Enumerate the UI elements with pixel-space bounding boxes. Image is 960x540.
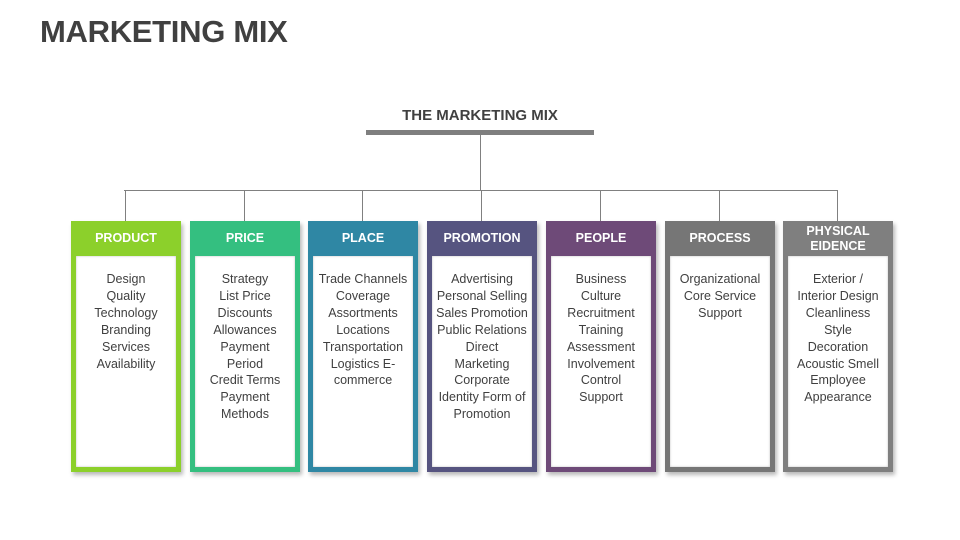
connector-drop-promotion xyxy=(481,190,482,221)
connector-horizontal xyxy=(124,190,837,191)
category-item: Identity Form of xyxy=(438,390,526,405)
connector-drop-product xyxy=(125,190,126,221)
category-item: Methods xyxy=(221,407,269,422)
category-header-label: PRODUCT xyxy=(95,231,157,245)
category-item: Assessment xyxy=(566,339,636,354)
category-header-label: PROMOTION xyxy=(443,231,521,245)
category-item: Credit Terms xyxy=(209,373,281,388)
category-item: Strategy xyxy=(221,272,269,286)
category-item: Marketing xyxy=(454,356,510,371)
connector-root-stem xyxy=(480,135,481,190)
category-item: Involvement xyxy=(567,356,635,371)
root-underline-bar xyxy=(366,130,594,135)
connector-drop-physical-evidence xyxy=(837,190,838,221)
category-header-product: PRODUCT xyxy=(71,221,181,256)
category-item: Payment xyxy=(220,339,270,354)
connector-drop-place xyxy=(362,190,363,221)
category-item: Appearance xyxy=(804,390,872,405)
category-item: Control xyxy=(580,373,622,388)
connector-drop-process xyxy=(719,190,720,221)
category-item: Payment xyxy=(220,390,270,405)
category-item: Advertising xyxy=(451,272,513,286)
category-item: Technology xyxy=(94,305,158,320)
category-item: Logistics E- xyxy=(330,356,396,371)
category-item: Direct xyxy=(465,339,499,354)
category-item: Availability xyxy=(96,356,156,371)
category-header-label: PRICE xyxy=(225,231,265,245)
category-header-line: EIDENCE xyxy=(810,238,866,253)
category-item: Style xyxy=(824,322,852,337)
category-item: Public Relations xyxy=(437,322,527,337)
connector-drop-people xyxy=(600,190,601,221)
category-item: Allowances xyxy=(213,322,277,337)
category-item: Employee xyxy=(810,373,866,388)
category-item: Services xyxy=(102,339,150,354)
category-item: Business xyxy=(575,272,627,286)
category-item: Branding xyxy=(100,322,152,337)
category-item: Cleanliness xyxy=(805,305,871,320)
category-item: Culture xyxy=(580,288,622,303)
category-item: Core Service xyxy=(683,288,757,303)
category-item: Training xyxy=(578,322,624,337)
category-header-label: PLACE xyxy=(341,231,385,245)
category-item: Promotion xyxy=(453,407,511,422)
category-item: Interior Design xyxy=(797,288,879,303)
category-item: Assortments xyxy=(328,305,398,320)
category-item: Recruitment xyxy=(567,305,635,320)
category-item: Decoration xyxy=(807,339,869,354)
connector-drop-price xyxy=(244,190,245,221)
category-header-line: PHYSICAL xyxy=(806,223,870,238)
category-item: Organizational xyxy=(679,272,761,286)
category-item: List Price xyxy=(219,288,271,303)
category-item: Support xyxy=(579,390,623,405)
category-item: Period xyxy=(226,356,264,371)
category-item: Trade Channels xyxy=(318,272,408,286)
category-header-label: PROCESS xyxy=(689,231,751,245)
category-header-promotion: PROMOTION xyxy=(427,221,537,256)
category-item: Discounts xyxy=(217,305,273,320)
slide-title: MARKETING MIX xyxy=(40,14,288,49)
category-item: Transportation xyxy=(322,339,404,354)
category-header-place: PLACE xyxy=(308,221,418,256)
category-item: Quality xyxy=(106,288,146,303)
category-item: Locations xyxy=(336,322,390,337)
category-item: Coverage xyxy=(335,288,391,303)
category-item: Acoustic Smell xyxy=(797,356,879,371)
root-title: THE MARKETING MIX xyxy=(402,107,558,124)
category-item: Personal Selling xyxy=(436,288,528,303)
category-item: Support xyxy=(698,305,742,320)
category-item: Design xyxy=(106,272,146,286)
category-header-process: PROCESS xyxy=(665,221,775,256)
category-header-price: PRICE xyxy=(190,221,300,256)
category-item: Exterior / xyxy=(812,272,863,286)
category-header-people: PEOPLE xyxy=(546,221,656,256)
category-item: Sales Promotion xyxy=(436,305,528,320)
category-item: Corporate xyxy=(454,373,510,388)
category-header-label: PEOPLE xyxy=(575,231,627,245)
category-item: commerce xyxy=(333,373,393,388)
